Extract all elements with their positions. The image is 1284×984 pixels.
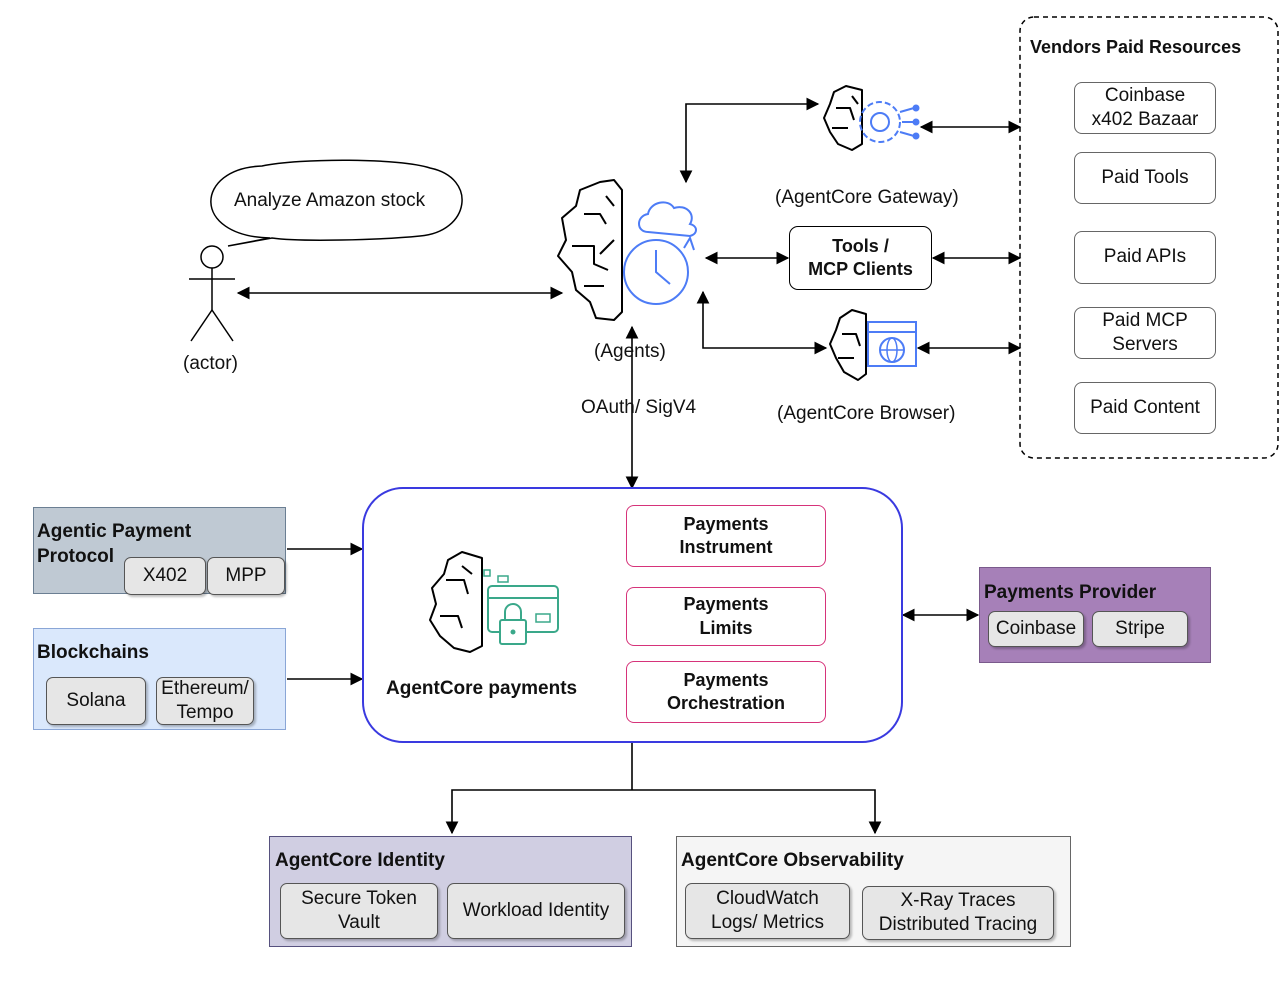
agents-icon <box>557 179 697 321</box>
vendor-coinbase-bazaar[interactable]: Coinbase x402 Bazaar <box>1074 82 1216 134</box>
identity-title: AgentCore Identity <box>275 850 445 871</box>
identity-arrow <box>445 789 632 835</box>
identity-workload-identity[interactable]: Workload Identity <box>447 883 625 939</box>
payments-label: AgentCore payments <box>386 678 578 699</box>
protocol-title: Agentic Payment Protocol <box>37 521 192 567</box>
payments-instrument[interactable]: Payments Instrument <box>626 505 826 567</box>
obs-cloudwatch[interactable]: CloudWatch Logs/ Metrics <box>685 883 850 939</box>
speech-bubble <box>210 159 463 247</box>
actor-label: (actor) <box>183 353 238 374</box>
protocol-mpp[interactable]: MPP <box>207 557 285 595</box>
agents-gateway-arrow <box>679 97 820 184</box>
agents-label: (Agents) <box>594 341 666 362</box>
chain-solana[interactable]: Solana <box>46 677 146 725</box>
protocol-x402[interactable]: X402 <box>124 557 206 595</box>
chain-ethereum-tempo[interactable]: Ethereum/ Tempo <box>156 677 254 725</box>
observability-arrow <box>632 789 882 835</box>
vendors-title: Vendors Paid Resources <box>1030 37 1242 57</box>
connectors <box>236 97 1022 835</box>
vendor-paid-tools[interactable]: Paid Tools <box>1074 152 1216 204</box>
provider-stripe[interactable]: Stripe <box>1092 611 1188 647</box>
gateway-label: (AgentCore Gateway) <box>775 187 959 208</box>
actor-icon <box>189 245 235 342</box>
observability-title: AgentCore Observability <box>681 850 904 871</box>
vendor-paid-mcp-servers[interactable]: Paid MCP Servers <box>1074 307 1216 359</box>
provider-title: Payments Provider <box>984 582 1157 603</box>
browser-icon <box>829 309 917 381</box>
auth-label: OAuth/ SigV4 <box>581 397 697 418</box>
agents-browser-arrow <box>696 290 828 355</box>
vendors-container <box>1019 16 1279 459</box>
gateway-icon <box>823 85 920 151</box>
vendor-paid-content[interactable]: Paid Content <box>1074 382 1216 434</box>
tools-mcp-box[interactable]: Tools / MCP Clients <box>789 226 932 290</box>
speech-text: Analyze Amazon stock <box>234 190 426 211</box>
payments-orchestration[interactable]: Payments Orchestration <box>626 661 826 723</box>
payments-icon <box>429 551 559 653</box>
identity-secure-token-vault[interactable]: Secure Token Vault <box>280 883 438 939</box>
vendor-paid-apis[interactable]: Paid APIs <box>1074 231 1216 284</box>
payments-limits[interactable]: Payments Limits <box>626 587 826 646</box>
browser-label: (AgentCore Browser) <box>777 403 956 424</box>
provider-coinbase[interactable]: Coinbase <box>988 611 1084 647</box>
obs-xray[interactable]: X-Ray Traces Distributed Tracing <box>862 886 1054 940</box>
blockchains-title: Blockchains <box>37 642 149 663</box>
